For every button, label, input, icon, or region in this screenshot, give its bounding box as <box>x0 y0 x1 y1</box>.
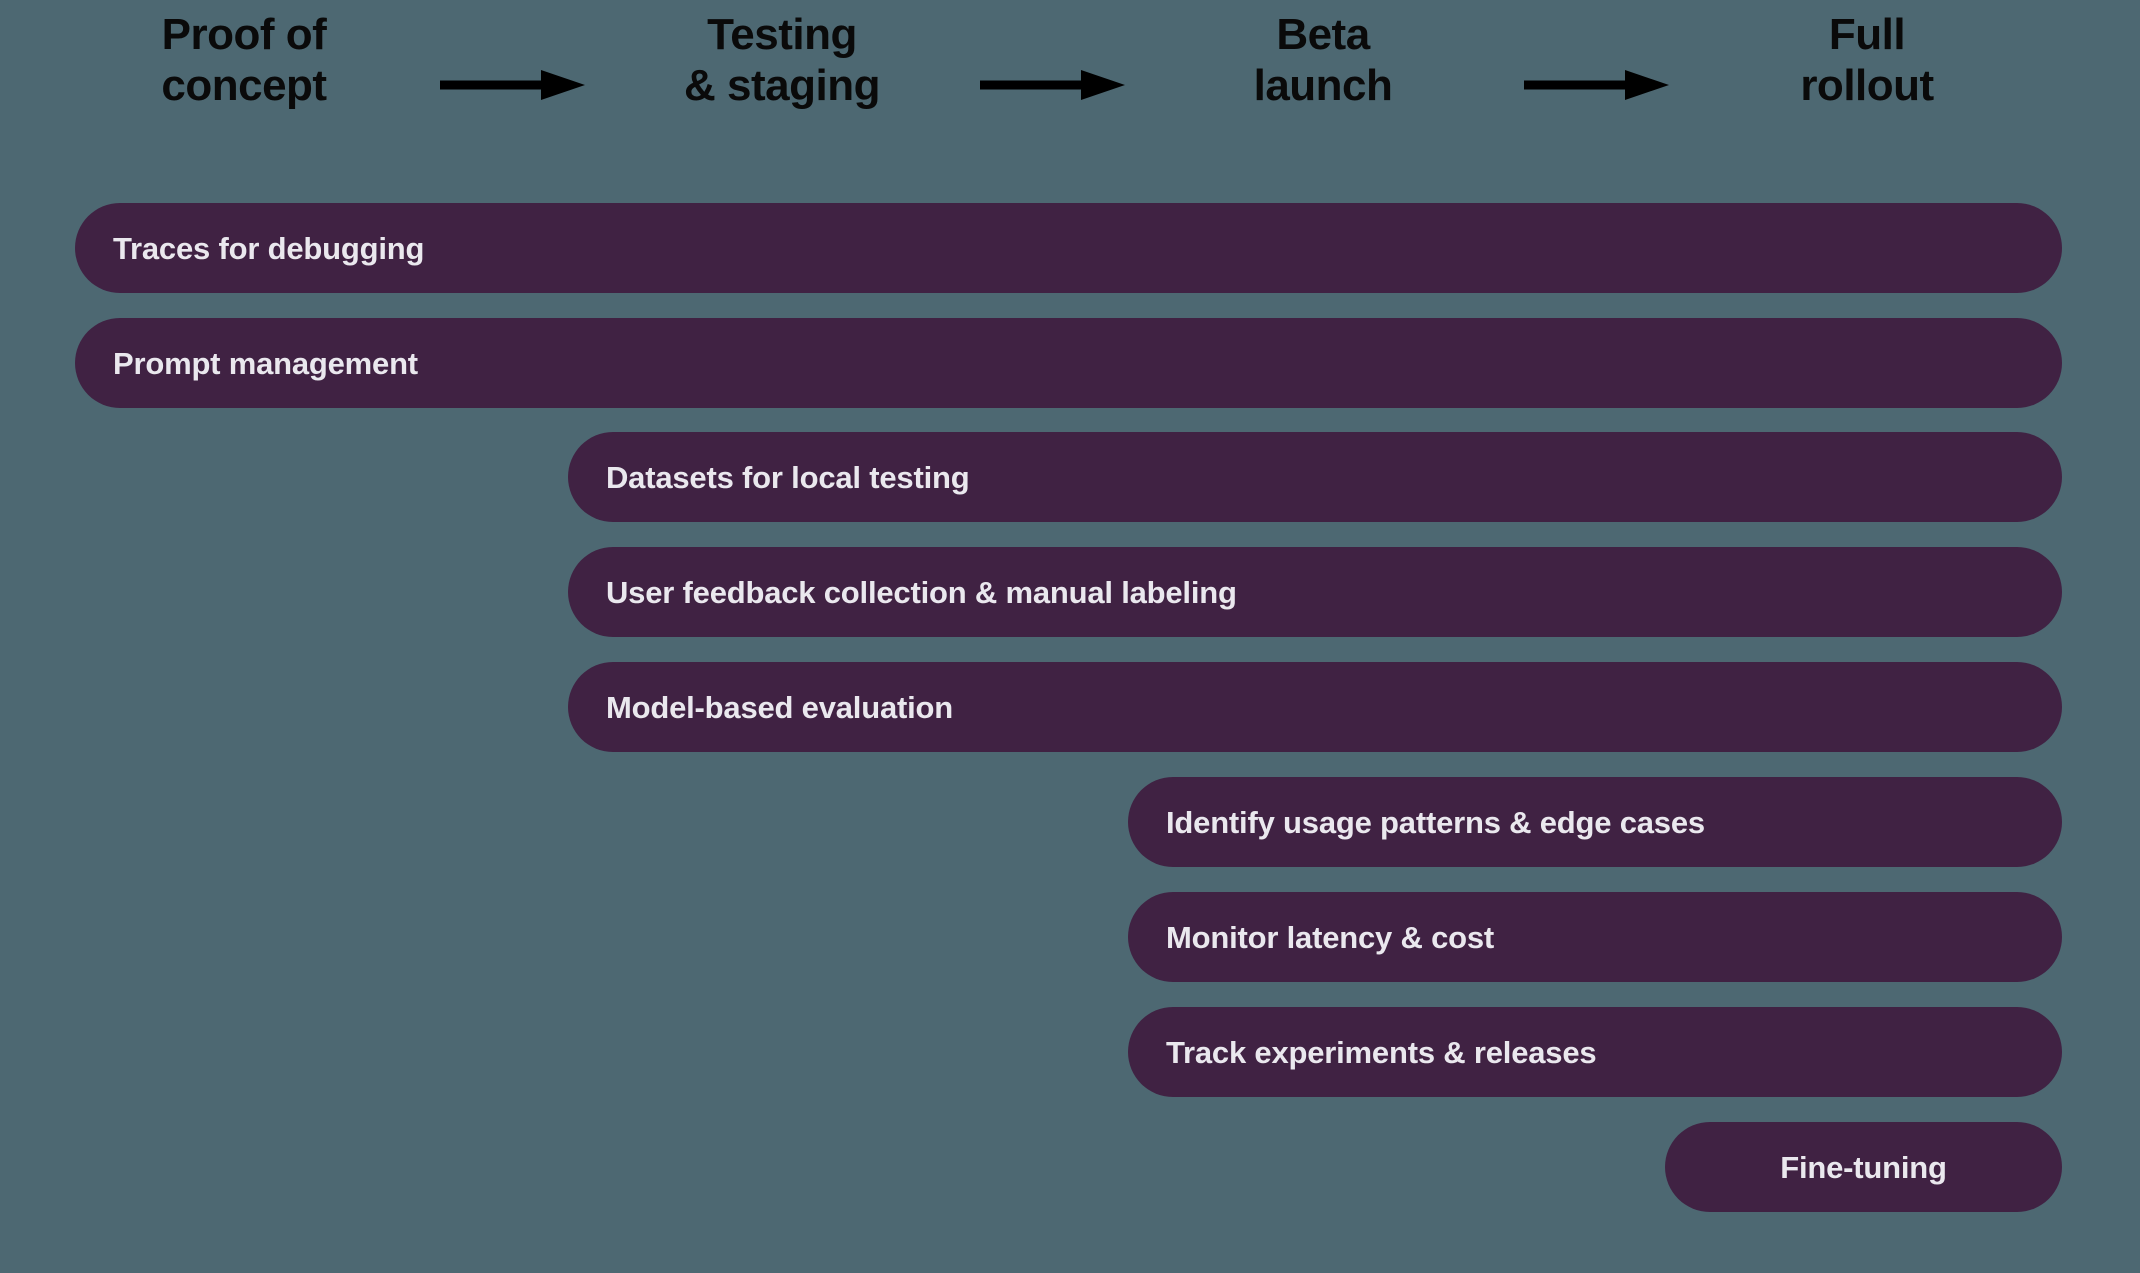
capability-bar-label: Fine-tuning <box>1780 1149 1947 1185</box>
capability-bar-usage-patterns-edge-cases[interactable]: Identify usage patterns & edge cases <box>1128 777 2062 867</box>
capability-bar-label: Track experiments & releases <box>1166 1034 1597 1070</box>
stage-label-testing-staging: Testing& staging <box>612 10 952 111</box>
capability-bar-datasets-local-testing[interactable]: Datasets for local testing <box>568 432 2062 522</box>
arrow-right-icon <box>1524 70 1669 100</box>
stage-label-line2: rollout <box>1800 60 1934 110</box>
capability-bar-user-feedback-labeling[interactable]: User feedback collection & manual labeli… <box>568 547 2062 637</box>
capability-bar-track-experiments-releases[interactable]: Track experiments & releases <box>1128 1007 2062 1097</box>
stage-label-line2: launch <box>1253 60 1393 110</box>
stage-label-line2: concept <box>161 60 327 110</box>
capability-bar-prompt-management[interactable]: Prompt management <box>75 318 2062 408</box>
capability-bar-fine-tuning[interactable]: Fine-tuning <box>1665 1122 2062 1212</box>
arrow-right-icon <box>440 70 585 100</box>
stage-label-line1: Testing <box>707 10 857 59</box>
arrow-right-icon <box>980 70 1125 100</box>
capability-bar-label: Model-based evaluation <box>606 689 953 725</box>
capability-bar-label: Identify usage patterns & edge cases <box>1166 804 1705 840</box>
capability-bar-label: Prompt management <box>113 345 418 381</box>
stage-label-line1: Beta <box>1276 10 1370 59</box>
capability-bar-model-based-evaluation[interactable]: Model-based evaluation <box>568 662 2062 752</box>
stage-label-line2: & staging <box>684 60 880 110</box>
capability-bar-label: Monitor latency & cost <box>1166 919 1495 955</box>
stage-label-line1: Full <box>1828 10 1906 59</box>
capability-bar-label: User feedback collection & manual labeli… <box>606 574 1237 610</box>
capability-bar-traces-for-debugging[interactable]: Traces for debugging <box>75 203 2062 293</box>
capability-bar-monitor-latency-cost[interactable]: Monitor latency & cost <box>1128 892 2062 982</box>
capability-bar-label: Datasets for local testing <box>606 459 970 495</box>
stage-label-line1: Proof of <box>161 10 327 59</box>
capability-bar-label: Traces for debugging <box>113 230 425 266</box>
